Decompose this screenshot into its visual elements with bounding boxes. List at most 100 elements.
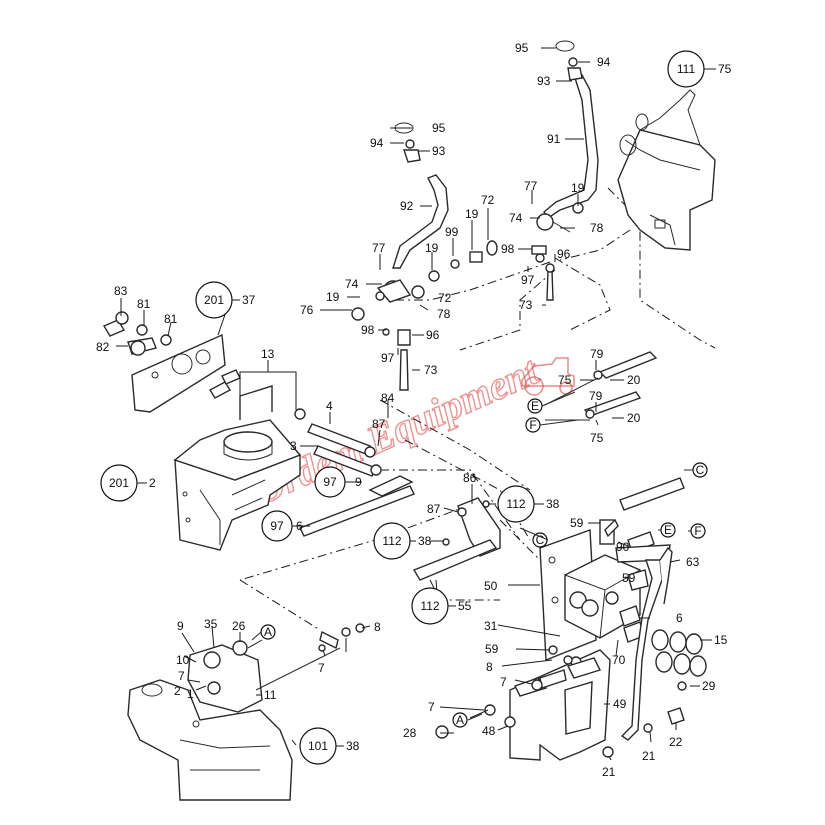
part-label: 73 (519, 298, 533, 312)
callout-112-55: 112 55 (411, 587, 472, 625)
part-label: 82 (96, 340, 110, 354)
callout-part: 38 (346, 739, 360, 753)
part-label: 78 (437, 307, 451, 321)
callout-ref: 112 (382, 534, 401, 548)
part-label: 29 (702, 679, 716, 693)
callout-part: 55 (458, 599, 472, 613)
knob-93-94-95-upper (555, 40, 583, 81)
part-label: 19 (465, 207, 479, 221)
plate-37 (131, 333, 226, 413)
part-label: 81 (164, 312, 178, 326)
callout-part: 6 (296, 519, 303, 533)
connector-A-bottom: A (452, 712, 468, 728)
part-label: 94 (597, 55, 611, 69)
part-label: 59 (485, 642, 499, 656)
part-label: 11 (264, 688, 277, 702)
part-label: 50 (484, 579, 498, 593)
bracket-75 (617, 89, 716, 251)
part-label: 86 (463, 471, 477, 485)
part-label: 9 (177, 619, 184, 633)
part-label: 93 (537, 74, 551, 88)
part-label: 97 (381, 351, 395, 365)
couplers-15 (651, 629, 707, 677)
pump-assembly (187, 623, 365, 713)
part-label: 3 (290, 439, 297, 453)
bracket-55 (412, 538, 498, 581)
valve-assembly (539, 477, 685, 741)
callout-201-2: 201 2 (100, 464, 156, 502)
part-label: 91 (547, 132, 561, 146)
part-label: 81 (137, 297, 151, 311)
lever-92 (392, 174, 449, 269)
callout-112-38-lower: 112 38 (373, 522, 432, 560)
part-label: 59 (622, 571, 636, 585)
part-label: 97 (521, 273, 535, 287)
connector-E-lower: E (660, 522, 676, 538)
connector-E-upper: E (527, 398, 543, 414)
pivot-assembly-lower (351, 240, 498, 391)
bolt-cluster (102, 311, 172, 356)
callout-112-38-upper: 112 38 (497, 485, 560, 523)
connector-arrows (251, 391, 693, 721)
connector-label: A (264, 625, 272, 639)
callout-part: 75 (718, 62, 732, 76)
part-label: 6 (676, 611, 683, 625)
connector-C-right: C (692, 462, 708, 478)
part-label: 49 (613, 697, 627, 711)
part-label: 7 (178, 669, 185, 683)
part-label: 72 (481, 193, 495, 207)
part-label: 15 (714, 633, 728, 647)
callout-97-9: 97 9 (314, 466, 362, 498)
strip-9-6 (299, 475, 415, 537)
part-label: 79 (590, 347, 604, 361)
part-label: 20 (627, 373, 641, 387)
part-label: 83 (114, 284, 128, 298)
part-label: 7 (428, 700, 435, 714)
callout-ref: 111 (677, 62, 696, 76)
part-label: 59 (570, 516, 584, 530)
part-label: 73 (424, 363, 438, 377)
part-label: 19 (571, 181, 585, 195)
callout-ref: 97 (323, 475, 337, 489)
part-label: 4 (326, 399, 333, 413)
connector-label: E (664, 523, 672, 537)
part-label: 92 (400, 199, 414, 213)
main-bracket-2 (173, 385, 302, 551)
part-label: 63 (686, 555, 700, 569)
part-label: 2 (174, 684, 181, 698)
connector-label: F (694, 524, 701, 538)
callout-ref: 201 (204, 293, 224, 307)
connector-F-upper: F (525, 417, 541, 433)
part-label: 98 (361, 323, 375, 337)
lever-91 (543, 74, 599, 219)
part-label: 95 (432, 121, 446, 135)
part-label: 90 (616, 540, 630, 554)
callout-ref: 112 (420, 599, 439, 613)
part-label: 96 (426, 328, 440, 342)
callout-ref: 97 (270, 519, 284, 533)
callout-ref: 201 (109, 476, 129, 490)
part-label: 48 (482, 724, 496, 738)
part-label: 98 (501, 242, 515, 256)
callout-101-38: 101 38 (299, 727, 360, 765)
part-label: 13 (261, 347, 275, 361)
part-label: 79 (589, 389, 603, 403)
part-label: 20 (627, 411, 641, 425)
part-label: 77 (372, 241, 386, 255)
rods-3-4 (307, 423, 382, 477)
connector-label: C (536, 533, 545, 547)
part-label: 1 (187, 687, 194, 701)
part-label: 94 (370, 136, 384, 150)
connector-C-mid: C (532, 532, 548, 548)
part-label: 19 (425, 241, 439, 255)
part-label: 26 (232, 619, 246, 633)
part-label: 7 (318, 661, 325, 675)
bracket-49 (509, 649, 611, 761)
part-label: 21 (602, 765, 616, 779)
part-label: 95 (515, 41, 529, 55)
part-label: 31 (484, 619, 498, 633)
callout-ref: 101 (308, 739, 328, 753)
part-label: 8 (486, 660, 493, 674)
housing-101 (127, 679, 293, 801)
